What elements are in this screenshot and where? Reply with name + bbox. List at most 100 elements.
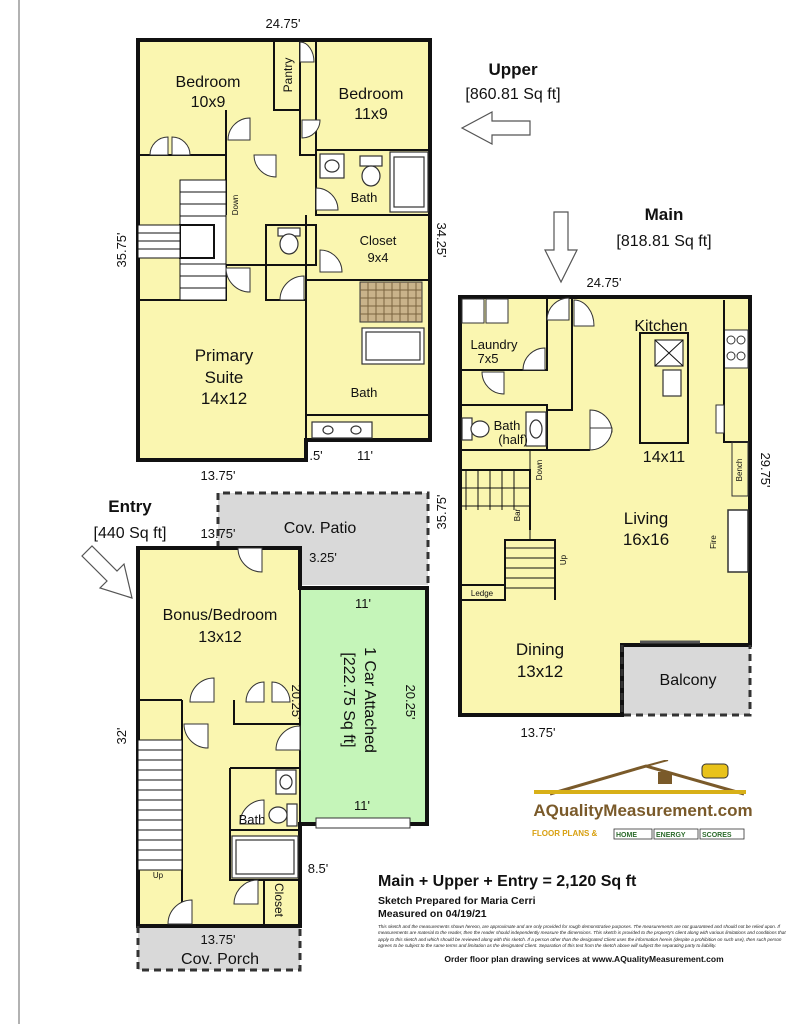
porch-dim-top: 13.75' xyxy=(200,932,235,947)
disclaimer-text: This sketch and the measurements shown h… xyxy=(378,924,786,949)
arrow-left-icon xyxy=(460,111,531,145)
room-size: 7x5 xyxy=(478,351,499,366)
door-swing-icon xyxy=(149,41,343,301)
room-size: 13x12 xyxy=(198,629,242,646)
stairs-label: Down xyxy=(231,195,240,215)
logo-tag: HOME xyxy=(616,832,637,839)
logo-tag: SCORES xyxy=(702,832,732,839)
logo-tag: FLOOR PLANS & xyxy=(532,829,598,838)
stairs-icon xyxy=(137,179,227,301)
room-name: Bath xyxy=(351,190,378,205)
upper-dim-left: 35.75' xyxy=(114,232,129,267)
room-name: Bonus/Bedroom xyxy=(163,607,278,624)
main-dim-top: 24.75' xyxy=(586,275,621,290)
stove-icon xyxy=(723,329,749,369)
upper-area: [860.81 Sq ft] xyxy=(465,86,560,103)
upper-dim-bottom-mid: .5' xyxy=(309,448,322,463)
pantry-label: Pantry xyxy=(281,58,295,93)
room-name: Bath xyxy=(239,812,266,827)
room-name: Closet xyxy=(360,233,397,248)
closet-label: Closet xyxy=(272,883,286,918)
bench-label: Bench xyxy=(735,459,744,482)
logo-tag: ENERGY xyxy=(656,832,686,839)
appliance-icon xyxy=(485,298,509,324)
arrow-down-icon xyxy=(544,211,578,284)
room-name: Cov. Porch xyxy=(181,951,259,968)
entry-dim-porch: 8.5' xyxy=(308,861,329,876)
stairs-icon xyxy=(460,450,556,601)
bar-label: Bar xyxy=(513,508,522,521)
door-swing-icon xyxy=(167,547,301,925)
room-name: Bedroom xyxy=(339,86,404,103)
plan-summary: Main + Upper + Entry = 2,120 Sq ft Sketc… xyxy=(378,873,790,964)
entry-floor-plan xyxy=(136,491,430,972)
sink-icon xyxy=(319,153,345,179)
garage-dim-bottom: 11' xyxy=(354,798,370,813)
room-size: 14x11 xyxy=(643,449,686,466)
room-name: Dining xyxy=(516,640,564,659)
entry-title: Entry xyxy=(108,497,152,516)
shower-icon xyxy=(359,281,423,323)
garage-name: 1 Car Attached xyxy=(361,647,378,753)
logo-name: AQualityMeasurement.com xyxy=(533,801,752,820)
room-size: 9x4 xyxy=(368,250,389,265)
main-dim-left: 35.75' xyxy=(434,494,449,529)
main-dim-right: 29.75' xyxy=(758,452,773,487)
company-logo: AQualityMeasurement.com FLOOR PLANS & HO… xyxy=(528,759,758,850)
upper-floor-plan xyxy=(136,38,432,462)
garage-dim-right: 20.25' xyxy=(403,684,418,719)
upper-dim-top: 24.75' xyxy=(265,16,300,31)
stairs-label: Down xyxy=(535,460,544,480)
door-swing-icon xyxy=(481,297,613,451)
room-size: 13x12 xyxy=(517,662,563,681)
toilet-icon xyxy=(359,155,383,167)
order-link[interactable]: Order floor plan drawing services at www… xyxy=(444,953,724,964)
room-size: 11x9 xyxy=(354,106,388,123)
garage-dim-top: 11' xyxy=(355,596,371,611)
garage-area: [222.75 Sq ft] xyxy=(340,652,357,747)
ledge-label: Ledge xyxy=(471,589,494,598)
total-area: Main + Upper + Entry = 2,120 Sq ft xyxy=(378,873,637,890)
entry-dim-left: 32' xyxy=(114,728,129,745)
entry-dim-patio: 3.25' xyxy=(309,550,337,565)
stairs-icon xyxy=(137,739,183,871)
room-name: Bath xyxy=(494,418,521,433)
room-name: Suite xyxy=(205,368,244,387)
room-name: Bedroom xyxy=(176,74,241,91)
upper-dim-right: 34.25' xyxy=(434,222,449,257)
entry-dim-mid: 20.25' xyxy=(289,684,304,719)
fridge-icon xyxy=(715,404,725,434)
prepared-for: Sketch Prepared for Maria Cerri xyxy=(378,895,536,907)
room-name: (half) xyxy=(498,432,528,447)
room-size: 14x12 xyxy=(201,389,247,408)
main-dim-bottom: 13.75' xyxy=(520,725,555,740)
room-name: Living xyxy=(624,509,668,528)
toilet-icon xyxy=(286,803,298,827)
room-size: 10x9 xyxy=(191,94,226,111)
sink-icon xyxy=(311,421,373,439)
entry-area: [440 Sq ft] xyxy=(94,525,167,542)
room-name: Bath xyxy=(351,385,378,400)
stairs-label: Up xyxy=(153,871,164,880)
arrow-down-right-icon xyxy=(81,545,133,599)
room-name: Laundry xyxy=(471,337,518,352)
room-name: Cov. Patio xyxy=(284,520,357,537)
main-floor-plan xyxy=(458,295,752,717)
bench-icon xyxy=(731,441,749,497)
room-size: 16x16 xyxy=(623,530,669,549)
stairs-label: Up xyxy=(559,554,568,565)
room-name: Kitchen xyxy=(634,318,687,335)
fireplace-icon xyxy=(727,509,749,573)
room-name: Balcony xyxy=(660,672,717,689)
upper-dim-bottom-left: 13.75' xyxy=(200,468,235,483)
measured-date: Measured on 04/19/21 xyxy=(378,908,487,920)
upper-dim-bottom-right: 11' xyxy=(357,448,373,463)
room-name: Primary xyxy=(195,346,254,365)
main-area: [818.81 Sq ft] xyxy=(616,233,711,250)
upper-title: Upper xyxy=(488,60,538,79)
fire-label: Fire xyxy=(709,535,718,549)
entry-dim-top: 13.75' xyxy=(200,526,235,541)
appliance-icon xyxy=(461,298,485,324)
main-title: Main xyxy=(645,205,684,224)
